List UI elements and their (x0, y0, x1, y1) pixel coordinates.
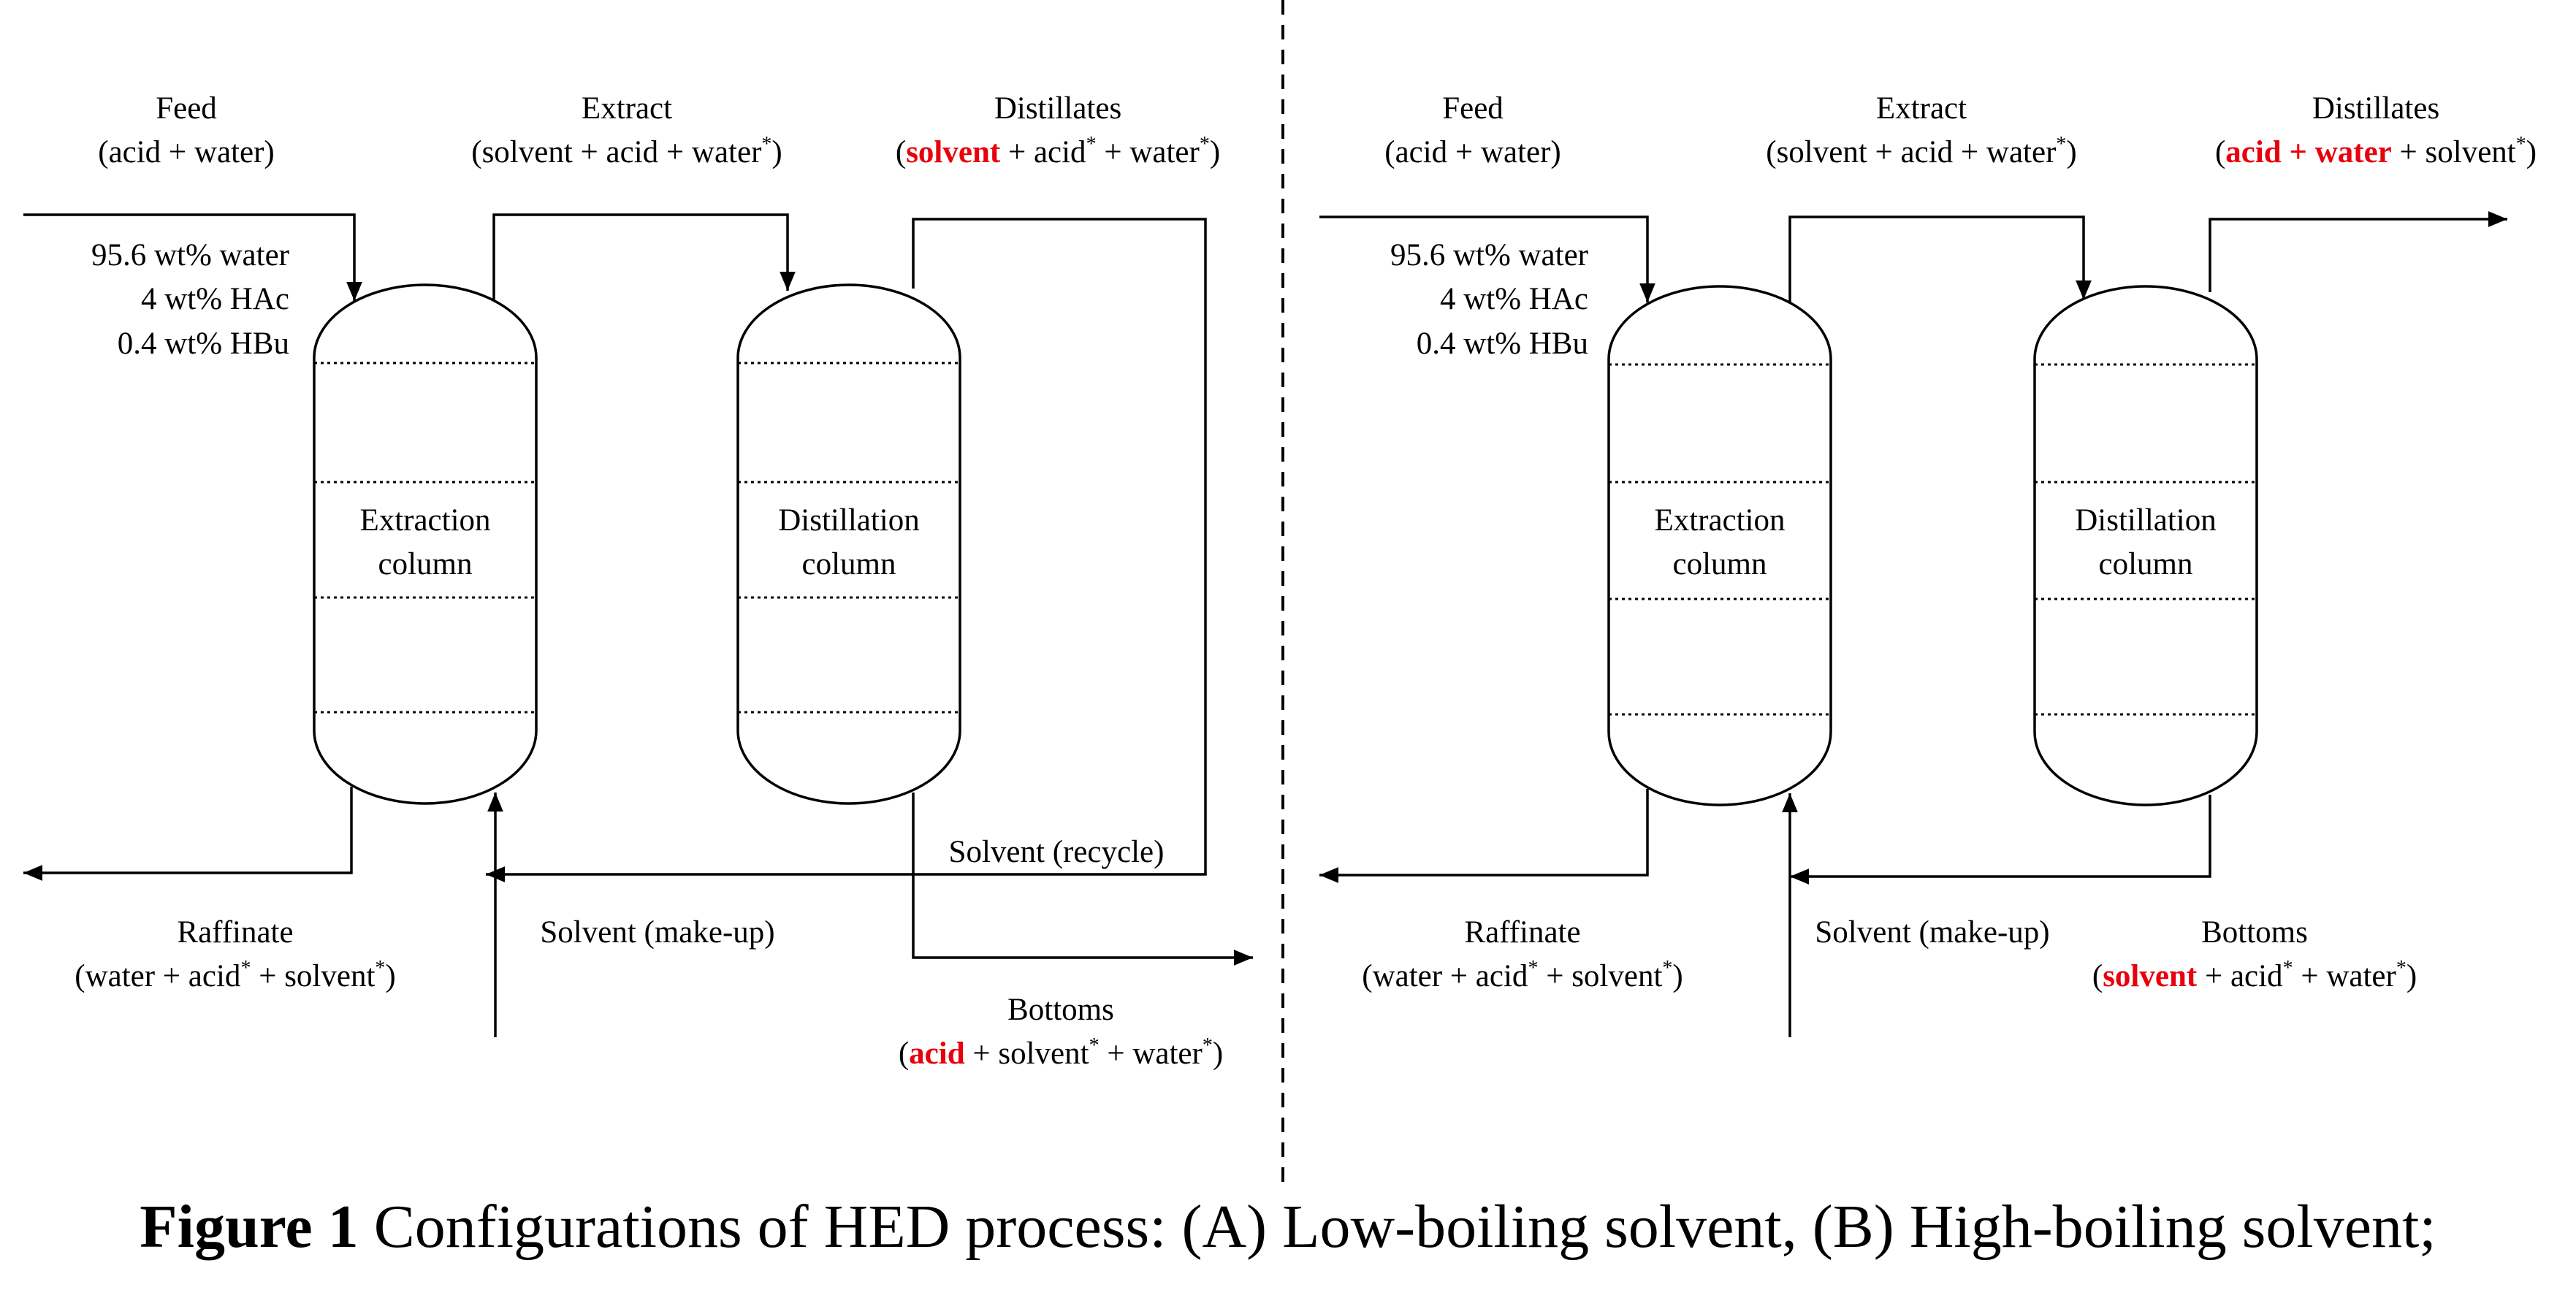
raffinate-stream (1319, 789, 1649, 883)
extract-title: Extract (582, 91, 672, 126)
raffinate-stream (23, 787, 353, 881)
feed-composition-hac: 4 wt% HAc (1440, 282, 1588, 316)
extract-subtitle: (solvent + acid + water*) (1766, 133, 2076, 169)
bottoms-subtitle: (acid + solvent* + water*) (899, 1034, 1223, 1071)
extraction-column-label: Extraction (1654, 503, 1785, 538)
distillation-column-label: Distillation (2075, 503, 2217, 538)
extraction-column-vessel (313, 283, 538, 805)
raffinate-subtitle: (water + acid* + solvent*) (75, 957, 395, 993)
panel-a: Extraction column Distillation column Fe… (23, 91, 1253, 1071)
feed-subtitle: (acid + water) (1384, 135, 1561, 169)
raffinate-title: Raffinate (1464, 915, 1580, 950)
raffinate-title: Raffinate (177, 915, 293, 950)
distillates-stream (2209, 211, 2507, 292)
solvent-recycle-stream (486, 218, 1207, 882)
extract-title: Extract (1876, 91, 1967, 126)
distillates-title: Distillates (2312, 91, 2439, 126)
feed-composition-hbu: 0.4 wt% HBu (1417, 327, 1588, 361)
distillates-title: Distillates (994, 91, 1121, 126)
extraction-column-label: column (1673, 547, 1767, 581)
distillation-column-label: Distillation (778, 503, 920, 538)
figure-caption: Figure 1 Configurations of HED process: … (0, 1191, 2576, 1264)
feed-composition-water: 95.6 wt% water (1390, 238, 1588, 272)
distillation-column-label: column (2099, 547, 2193, 581)
extraction-column-label: Extraction (359, 503, 490, 538)
solvent-makeup-label: Solvent (make-up) (540, 915, 774, 950)
bottoms-subtitle: (solvent + acid* + water*) (2092, 957, 2417, 993)
feed-title: Feed (1442, 91, 1504, 126)
raffinate-subtitle: (water + acid* + solvent*) (1362, 957, 1683, 993)
extract-subtitle: (solvent + acid + water*) (471, 133, 782, 169)
distillates-subtitle: (acid + water + solvent*) (2215, 133, 2537, 169)
bottoms-title: Bottoms (1007, 993, 1114, 1027)
extraction-column-label: column (378, 547, 473, 581)
feed-subtitle: (acid + water) (98, 135, 275, 169)
figure-number: Figure 1 (140, 1193, 359, 1261)
feed-stream (1319, 215, 1655, 302)
feed-composition-hac: 4 wt% HAc (141, 282, 289, 316)
figure-caption-text: Configurations of HED process: (A) Low-b… (358, 1193, 2436, 1261)
solvent-recycle-stream (1790, 795, 2211, 885)
distillates-subtitle: (solvent + acid* + water*) (896, 133, 1220, 169)
extract-stream (492, 213, 796, 301)
feed-title: Feed (156, 91, 217, 126)
bottoms-stream (912, 793, 1253, 966)
extract-stream (1788, 215, 2092, 302)
distillation-column-vessel (736, 283, 961, 805)
extraction-column-vessel (1607, 285, 1832, 806)
solvent-recycle-label: Solvent (recycle) (949, 835, 1165, 869)
feed-composition-hbu: 0.4 wt% HBu (118, 327, 289, 361)
panel-b: Extraction column Distillation column Fe… (1319, 91, 2537, 1037)
solvent-makeup-label: Solvent (make-up) (1815, 915, 2049, 950)
feed-composition-water: 95.6 wt% water (91, 238, 289, 272)
feed-stream (23, 213, 362, 301)
distillation-column-label: column (802, 547, 896, 581)
bottoms-title: Bottoms (2201, 915, 2308, 950)
